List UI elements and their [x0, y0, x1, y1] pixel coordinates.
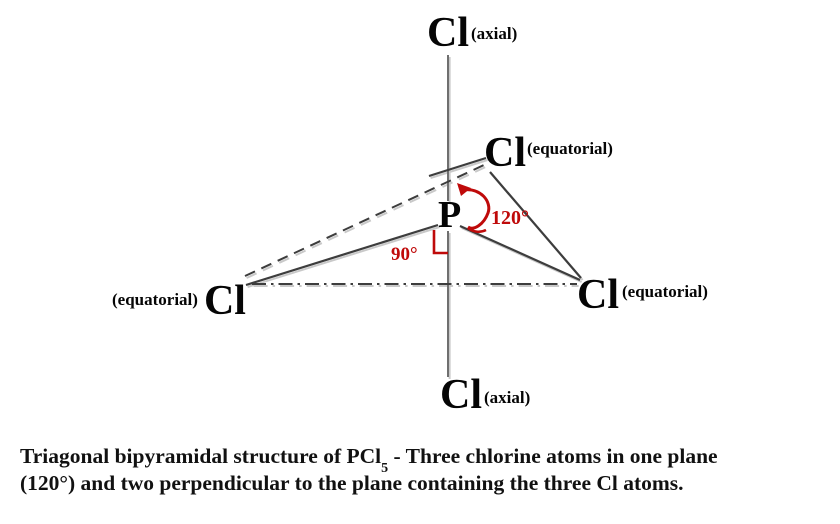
caption-text: - Three chlorine atoms in one plane	[388, 444, 718, 468]
chlorine-symbol: Cl	[484, 130, 526, 176]
angle-120-arc-tail	[467, 226, 487, 234]
bond-p-cl-equatorial-upper	[428, 156, 487, 178]
bond-lines	[244, 156, 582, 287]
chlorine-symbol: Cl	[427, 10, 469, 56]
equatorial-annotation: (equatorial)	[112, 290, 198, 309]
label-cl-equatorial-left: (equatorial) Cl	[112, 280, 246, 322]
triangle-edge-upper-right	[489, 171, 582, 279]
caption-line-2: (120°) and two perpendicular to the plan…	[20, 470, 684, 495]
label-cl-axial-top: Cl (axial)	[427, 12, 517, 54]
structure-drawing	[244, 55, 584, 379]
chlorine-symbol: Cl	[440, 372, 482, 418]
bond-p-cl-equatorial-left	[245, 223, 439, 287]
label-cl-axial-bottom: Cl (axial)	[440, 374, 530, 416]
caption-line-1: Triagonal bipyramidal structure of PCl5 …	[20, 443, 832, 476]
right-angle-mark	[432, 230, 448, 255]
caption: Triagonal bipyramidal structure of PCl5 …	[20, 443, 832, 497]
label-cl-equatorial-upper: Cl (equatorial)	[484, 132, 613, 174]
angle-120-label: 120°	[491, 207, 529, 229]
equatorial-annotation: (equatorial)	[622, 282, 708, 301]
caption-text: Triagonal bipyramidal structure of PCl	[20, 444, 382, 468]
triangle-edge-left-dashed	[244, 164, 485, 277]
angle-annotations	[432, 183, 491, 255]
label-cl-equatorial-right: Cl (equatorial)	[577, 274, 708, 316]
caption-subscript: 5	[381, 461, 389, 477]
angle-120-arc	[461, 188, 491, 230]
axial-annotation: (axial)	[471, 24, 518, 43]
chlorine-symbol: Cl	[203, 278, 246, 324]
angle-arrowhead-icon	[457, 183, 471, 196]
phosphorus-symbol: P	[438, 194, 462, 236]
line-shadows	[246, 57, 584, 379]
equatorial-annotation: (equatorial)	[527, 139, 613, 158]
label-phosphorus: P	[438, 196, 461, 234]
chlorine-symbol: Cl	[577, 272, 619, 318]
bond-p-cl-equatorial-right	[459, 224, 581, 282]
axial-annotation: (axial)	[484, 388, 531, 407]
angle-90-label: 90°	[391, 244, 418, 265]
